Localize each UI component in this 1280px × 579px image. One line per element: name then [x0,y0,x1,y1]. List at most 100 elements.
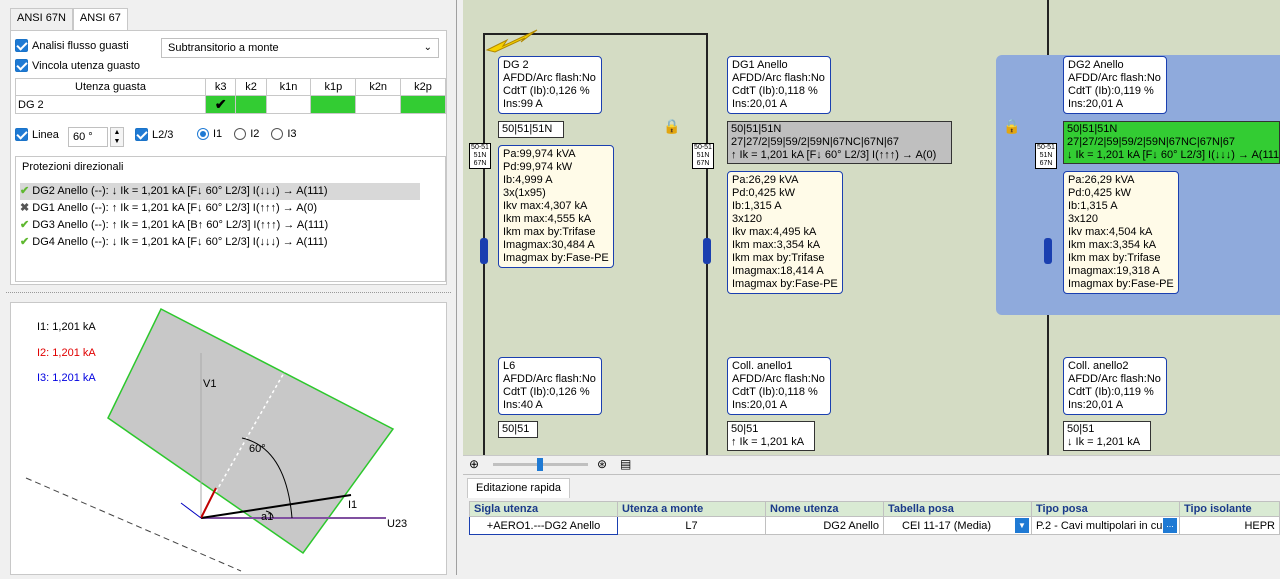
linea-option[interactable]: Linea [15,128,59,141]
col-header-k3: k3 [204,78,237,96]
info-line: Imagmax by:Fase-PE [503,252,609,264]
relay-line: 67N [1039,160,1053,167]
cell-k2p[interactable] [400,95,446,114]
fault-flow-label: Analisi flusso guasti [32,39,129,52]
info-dg1-anello[interactable]: Pa:26,29 kVA Pd:0,425 kW Ib:1,315 A 3x12… [727,171,843,294]
linea-checkbox[interactable] [15,128,28,141]
node-line: CdtT (Ib):0,118 % [732,386,818,398]
cell-k2[interactable] [235,95,267,114]
relay-line: 50-51 [471,144,489,151]
single-line-diagram[interactable]: DG 2 AFDD/Arc flash:No CdtT (Ib):0,126 %… [463,0,1280,455]
checkmark-icon: ✔ [20,236,30,248]
protection-text: DG3 Anello (--): ↑ Ik = 1,201 kA [B↑ 60°… [32,219,329,231]
node-dg2[interactable]: DG 2 AFDD/Arc flash:No CdtT (Ib):0,126 %… [498,56,602,114]
info-line: Imagmax:19,318 A [1068,265,1160,277]
fault-flow-option[interactable]: Analisi flusso guasti [15,39,129,52]
protection-dg1-anello[interactable]: 50|51|51N 27|27/2|59|59/2|59N|67NC|67N|6… [727,121,952,164]
lock-icon[interactable]: 🔒 [1003,118,1021,134]
cell-k2n[interactable] [355,95,402,114]
node-title: Coll. anello1 [732,360,793,372]
node-coll-anello1[interactable]: Coll. anello1 AFDD/Arc flash:No CdtT (Ib… [727,357,831,415]
radio-i2[interactable] [234,128,247,140]
info-line: Ikm max:3,354 kA [732,239,821,251]
cell-tabella-posa[interactable]: CEI 11-17 (Media) ▼ [883,516,1032,535]
tabella-posa-value: CEI 11-17 (Media) [902,519,992,532]
node-line: Ins:20,01 A [1068,98,1124,110]
i2-vector [200,487,217,519]
info-line: Pa:99,974 kVA [503,148,576,160]
ellipsis-button[interactable]: ... [1163,518,1177,533]
cell-name[interactable]: DG2 Anello [765,516,884,535]
node-coll-anello2[interactable]: Coll. anello2 AFDD/Arc flash:No CdtT (Ib… [1063,357,1167,415]
protection-dg2-anello[interactable]: 50|51|51N 27|27/2|59|59/2|59N|67NC|67N|6… [1063,121,1280,164]
col-header[interactable]: Utenza a monte [617,501,766,517]
list-item[interactable]: ✔ DG4 Anello (--): ↓ Ik = 1,201 kA [F↓ 6… [20,234,420,251]
info-line: Ib:1,315 A [1068,200,1118,212]
l23-option[interactable]: L2/3 [135,128,173,141]
table-row[interactable]: DG 2 ✔ [15,95,446,114]
zoom-icon[interactable]: ⊛ [597,457,608,471]
mode-select[interactable]: Subtransitorio a monte ⌄ [161,38,439,58]
info-line: 3x(1x95) [503,187,546,199]
tab-quick-edit[interactable]: Editazione rapida [467,478,571,498]
list-item[interactable]: ✖ DG1 Anello (--): ↑ Ik = 1,201 kA [F↓ 6… [20,200,420,217]
tab-ansi-67n[interactable]: ANSI 67N [10,8,73,30]
col-header[interactable]: Tipo isolante [1179,501,1280,517]
tab-ansi-67[interactable]: ANSI 67 [72,8,128,31]
cell-isolante[interactable]: HEPR [1179,516,1280,535]
col-header[interactable]: Sigla utenza [469,501,618,517]
protection-dg2[interactable]: 50|51|51N [498,121,564,138]
protection-coll-anello1[interactable]: 50|51 ↑ Ik = 1,201 kA [727,421,815,451]
angle-input[interactable]: 60 ° [68,127,108,147]
info-line: Ikv max:4,495 kA [732,226,817,238]
col-header[interactable]: Tabella posa [883,501,1032,517]
table-row[interactable]: +AERO1.---DG2 Anello L7 DG2 Anello CEI 1… [469,516,1280,535]
protection-coll-anello2[interactable]: 50|51 ↓ Ik = 1,201 kA [1063,421,1151,451]
radio-i1[interactable] [197,128,209,140]
angle-spinner[interactable]: ▲▼ [110,127,124,147]
zoom-slider-thumb[interactable] [537,458,543,471]
cell-k1p[interactable] [310,95,357,114]
checkmark-icon: ✔ [214,96,227,112]
info-line: Pa:26,29 kVA [732,174,799,186]
info-line: Ikm max:3,354 kA [1068,239,1157,251]
l23-checkbox[interactable] [135,128,148,141]
node-title: DG1 Anello [732,59,788,71]
cell-upstream[interactable]: L7 [617,516,766,535]
bind-user-checkbox[interactable] [15,59,28,72]
cell-k1n[interactable] [265,95,312,114]
info-dg2[interactable]: Pa:99,974 kVA Pd:99,974 kW Ib:4,999 A 3x… [498,145,614,268]
info-dg2-anello[interactable]: Pa:26,29 kVA Pd:0,425 kW Ib:1,315 A 3x12… [1063,171,1179,294]
radio-i2-label: I2 [250,128,260,140]
radio-i3[interactable] [271,128,284,140]
relay-line: 51N [1039,152,1053,159]
splitter[interactable] [6,292,451,295]
cell-tipo-posa[interactable]: P.2 - Cavi multipolari in cur... [1031,516,1180,535]
fault-flow-checkbox[interactable] [15,39,28,52]
lock-icon[interactable]: 🔒 [663,118,681,134]
panel-toggle-icon[interactable]: ▤ [620,457,632,471]
list-item[interactable]: ✔ DG2 Anello (--): ↓ Ik = 1,201 kA [F↓ 6… [20,183,420,200]
cell-k3-selected[interactable]: ✔ [204,95,237,114]
list-item[interactable]: ✔ DG3 Anello (--): ↑ Ik = 1,201 kA [B↑ 6… [20,217,420,234]
phasor-diagram: I1: 1,201 kA I2: 1,201 kA I3: 1,201 kA V… [10,302,447,575]
bind-user-option[interactable]: Vincola utenza guasto [15,59,140,72]
relay-line: 67N [473,160,487,167]
chevron-down-icon[interactable]: ▼ [1015,518,1029,533]
col-header[interactable]: Tipo posa [1031,501,1180,517]
node-l6[interactable]: L6 AFDD/Arc flash:No CdtT (Ib):0,126 % I… [498,357,602,415]
node-title: Coll. anello2 [1068,360,1129,372]
col-header[interactable]: Nome utenza [765,501,884,517]
fuse-icon [480,238,488,264]
relay-line: 50-51 [694,144,712,151]
info-line: Ikm max by:Trifase [732,252,825,264]
col-header-k2p: k2p [400,78,446,96]
zoom-fit-icon[interactable]: ⊕ [469,457,480,471]
protection-l6[interactable]: 50|51 [498,421,538,438]
node-dg1-anello[interactable]: DG1 Anello AFDD/Arc flash:No CdtT (Ib):0… [727,56,831,114]
node-dg2-anello[interactable]: DG2 Anello AFDD/Arc flash:No CdtT (Ib):0… [1063,56,1167,114]
cell-sigla[interactable]: +AERO1.---DG2 Anello [469,516,618,535]
